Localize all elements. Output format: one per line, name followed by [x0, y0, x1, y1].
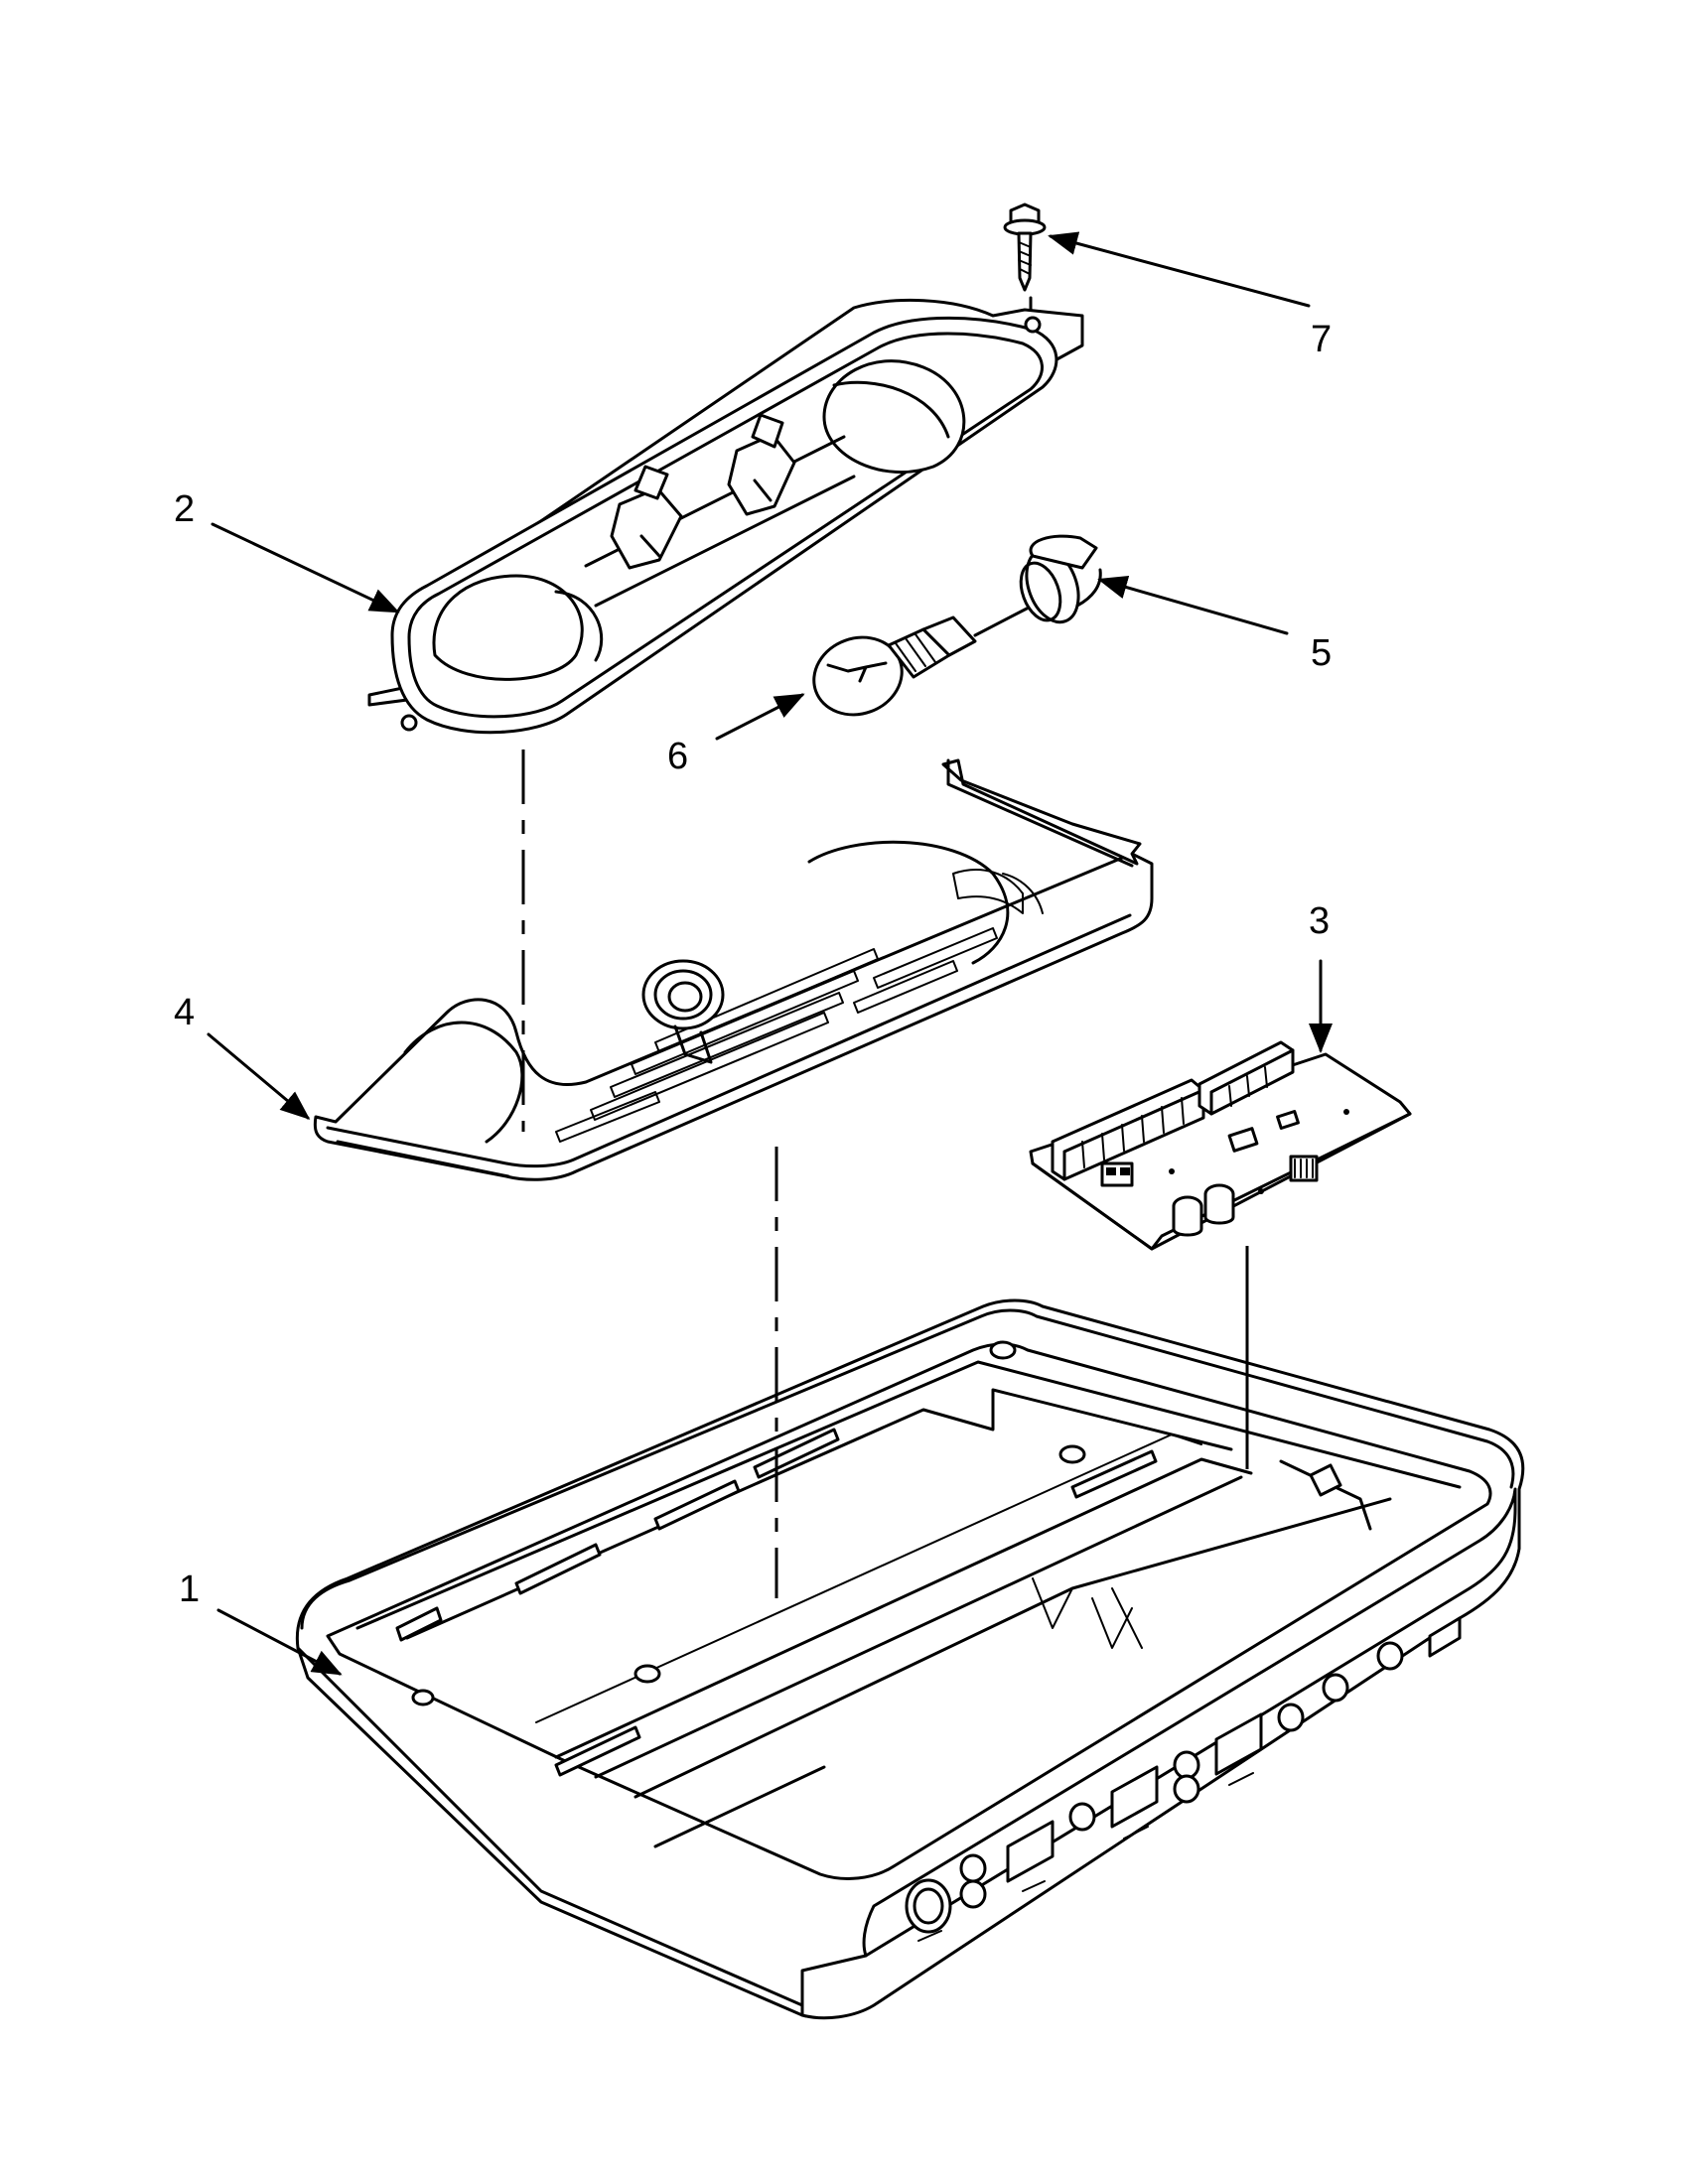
callout-4: 4 [174, 992, 195, 1033]
arrow-5 [1097, 575, 1289, 635]
arrow-1 [216, 1608, 343, 1676]
part-2-light-housing [367, 298, 1084, 735]
arrow-6 [715, 693, 805, 741]
leader-arrows [207, 231, 1333, 1676]
callout-3: 3 [1309, 900, 1330, 942]
part-6-bulb [812, 606, 1031, 717]
callout-1: 1 [179, 1569, 200, 1610]
part-4-lens [313, 758, 1154, 1181]
arrow-2 [211, 522, 400, 614]
callout-5: 5 [1311, 632, 1332, 674]
part-5-bulb-socket [1019, 534, 1102, 624]
arrow-7 [1048, 231, 1311, 308]
callout-2: 2 [174, 488, 195, 530]
arrow-4 [207, 1032, 311, 1120]
callout-7: 7 [1311, 319, 1332, 360]
callout-labels: 7 2 5 6 3 4 1 [174, 319, 1332, 1610]
part-7-screw [1003, 203, 1047, 318]
part-3-control-board [1029, 1040, 1412, 1251]
callout-6: 6 [667, 736, 688, 777]
alignment-lines [521, 750, 1249, 1598]
part-1-base [295, 1298, 1525, 2020]
